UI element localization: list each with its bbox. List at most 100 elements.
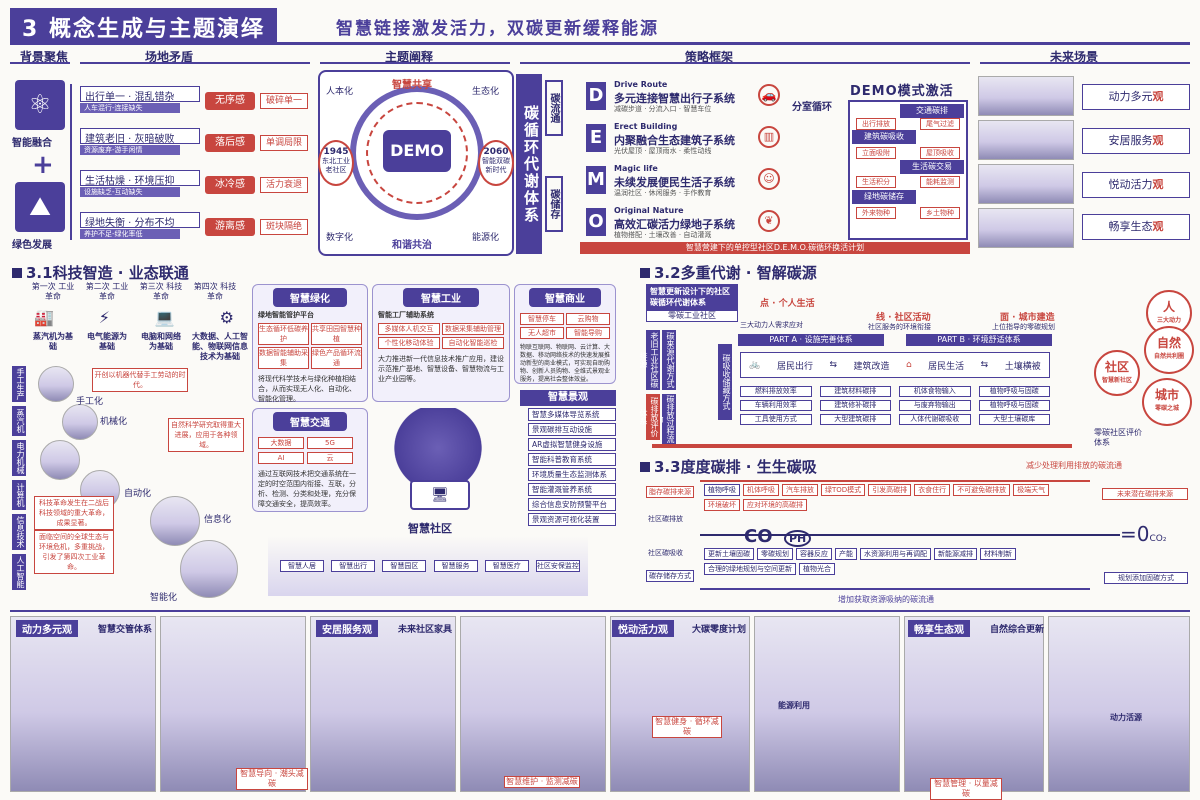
scene-photo xyxy=(1048,616,1190,792)
carbon-item: 汽车排放 xyxy=(782,484,818,496)
heading-square xyxy=(640,462,650,472)
cloud-icon xyxy=(378,408,498,488)
future-scene-image xyxy=(978,164,1074,204)
level-sub: 三大动力人需求应对 xyxy=(740,321,803,329)
era-base: 蒸汽机为基础 xyxy=(33,332,73,351)
panel-title: 智慧交通 xyxy=(273,412,347,431)
panel-text: 物联互联网、物联网、云计算、大数据、移动网络技术的快速发展推动新型的商业模式，可… xyxy=(520,344,611,383)
badge-year: 2060 xyxy=(483,147,509,157)
scene-photo xyxy=(904,616,1044,792)
scene-desc: 智慧交管体系 xyxy=(98,625,153,635)
top-note: 减少处理利用排放的碳流通 xyxy=(1026,461,1122,470)
scene-tag: 安居服务观 xyxy=(316,620,378,637)
era-photo xyxy=(38,366,74,402)
strategy-cn: 高效汇碳活力绿地子系统 xyxy=(614,218,735,231)
era-note: 面临空间的全球生态与环境危机，多重挑战，引发了第四次工业革命。 xyxy=(34,530,114,574)
carbon-cell: 工具使用方式 xyxy=(740,414,812,425)
panel-text: 通过互联网技术把交通系统在一定的时空范围内衔接、互联，分析、检测、分类和处理，充… xyxy=(258,470,356,508)
stage-label: 信息化 xyxy=(204,515,232,525)
strategy-sub: 光伏屋顶 · 屋顶雨水 · 柔性动线 xyxy=(614,147,712,155)
strategy-en: Original Nature xyxy=(614,206,684,215)
level-sub: 上位指导的零碳规划 xyxy=(992,323,1055,331)
heading-square xyxy=(640,268,650,278)
lightning-icon: ⚡ xyxy=(98,308,111,327)
panel-item: 生态循环低碳养护 xyxy=(258,323,309,345)
era-base: 大数据、人工智能、物联网信息技术为基础 xyxy=(192,332,248,361)
flow-label: 碳流通 xyxy=(545,80,563,136)
carbon-cell: 建筑修补碳排 xyxy=(819,400,891,411)
section-title: 3.1科技智造 · 业态联通 xyxy=(26,264,189,282)
panel-item: 数据智能辅助采集 xyxy=(258,347,309,369)
scene-photo xyxy=(160,616,306,792)
panel-item: 大数据 xyxy=(258,437,304,449)
carbon-item: 绿TOD模式 xyxy=(821,484,866,496)
carbon-item: 新能源减排 xyxy=(934,548,977,560)
mode-label: 建筑碳吸收 xyxy=(852,130,916,144)
heading-square xyxy=(12,268,22,278)
flow-label: 碳储存 xyxy=(545,176,563,232)
flow-vlabel: 碳吸收储藏方式 xyxy=(718,344,732,420)
conflict-action: 破碎单一 xyxy=(260,93,308,109)
carbon-item: 水资源利用与再调配 xyxy=(860,548,931,560)
timeline-label: 电力机械 xyxy=(12,440,26,476)
carbon-items-bottom: 更新土壤固碳 零碳规划 容器反应 产能 水资源利用与再调配 新能源减排 材料制新… xyxy=(704,548,1094,575)
flow-vlabel: 老旧工业社区碳排源 xyxy=(639,330,660,390)
carbon-item: 零碳规划 xyxy=(757,548,793,560)
future-scene-label: 畅享生态观 xyxy=(1082,214,1190,240)
scene-photo xyxy=(10,616,156,792)
panel-smart-traffic: 智慧交通 大数据 5G AI 云 通过互联网技术把交通系统在一定的时空范围内衔接… xyxy=(252,408,368,512)
swap-icon: ⇆ xyxy=(829,360,837,370)
scene-photo xyxy=(610,616,750,792)
panel-smart-industry: 智慧工业 智能工厂辅助系统 多媒体人机交互 数据采集辅助管理 个性化移动体验 自… xyxy=(372,284,510,402)
scene-label: 动力活源 xyxy=(1110,713,1142,722)
section-heading-3-2: 3.2多重代谢 · 智解碳源 xyxy=(640,262,817,283)
timeline-label: 信息技术 xyxy=(12,514,26,550)
carbon-flow-band xyxy=(700,480,1090,590)
mode-label: 绿地碳储存 xyxy=(852,190,916,204)
stage-label: 智能化 xyxy=(150,593,178,603)
ai-icon: ⚙ xyxy=(219,308,234,327)
panel-items: 智慧停车 云购物 无人超市 智能导购 xyxy=(515,310,615,342)
bike-icon: 🚲 xyxy=(749,360,761,370)
carbon-item: 环境破坏 xyxy=(704,499,740,511)
carbon-cell: 车辆利用效率 xyxy=(740,400,812,411)
community-item: 社区安保监控 xyxy=(535,560,580,572)
part-b: PART B · 环境舒适体系 xyxy=(906,334,1052,346)
icon-label-green: 绿色发展 xyxy=(12,240,52,251)
panel-item: 智慧停车 xyxy=(520,313,564,325)
stage-label: 手工化 xyxy=(76,397,104,407)
leaf-icon: ❦ xyxy=(758,210,780,232)
scene-tag: 悦动活力观 xyxy=(612,620,674,637)
mode-cell: 尾气过滤 xyxy=(920,118,960,130)
panel-item: 智能导购 xyxy=(566,327,610,339)
mode-cell: 生活积分 xyxy=(856,176,896,188)
node-title: 自然 xyxy=(1156,336,1181,350)
panel-sub: 绿地智能管护平台 xyxy=(258,311,314,319)
scene-tag: 畅享生态观 xyxy=(908,620,970,637)
ph-symbol: PH xyxy=(784,530,812,547)
panel-smart-commerce: 智慧商业 智慧停车 云购物 无人超市 智能导购 物联互联网、物联网、云计算、大数… xyxy=(514,284,616,384)
conflict-feel: 冰冷感 xyxy=(205,176,255,194)
era-note: 科技革命发生在二战后科技领域的重大革命，成果显著。 xyxy=(34,496,114,530)
landscape-icon: ⛰ xyxy=(15,182,65,232)
community-item: 智慧园区 xyxy=(382,560,427,572)
theme-corner: 生态化 xyxy=(472,87,500,97)
landscape-item: AR虚拟智慧健身设施 xyxy=(528,438,616,451)
theme-top: 智慧共享 xyxy=(392,80,432,91)
scene-caption: 智慧健身 · 循环减碳 xyxy=(652,716,722,738)
era-photo xyxy=(150,496,200,546)
carbon-cell: 建筑材料碳排 xyxy=(819,386,891,397)
carbon-item: 引发高碳排 xyxy=(868,484,912,496)
future-scene-image xyxy=(978,208,1074,248)
evaluation-label: 碳排放评价体系 xyxy=(639,394,660,440)
scene-suffix: 观 xyxy=(1152,134,1164,147)
carbon-cell: 植物呼吸与固碳 xyxy=(978,386,1050,397)
scene-prefix: 悦动活力 xyxy=(1108,178,1153,191)
zero-formula: =0CO₂ xyxy=(1120,522,1166,546)
landscape-item: 智慧多媒体导览系统 xyxy=(528,408,616,421)
conflict-sub: 人车混行-连接缺失 xyxy=(80,103,180,113)
badge-1945: 1945 东北工业老社区 xyxy=(318,140,354,186)
panel-title: 智慧工业 xyxy=(403,288,479,307)
carbon-item: 衣食住行 xyxy=(914,484,951,496)
panel-item: 共享田园智慧种植 xyxy=(311,323,362,345)
